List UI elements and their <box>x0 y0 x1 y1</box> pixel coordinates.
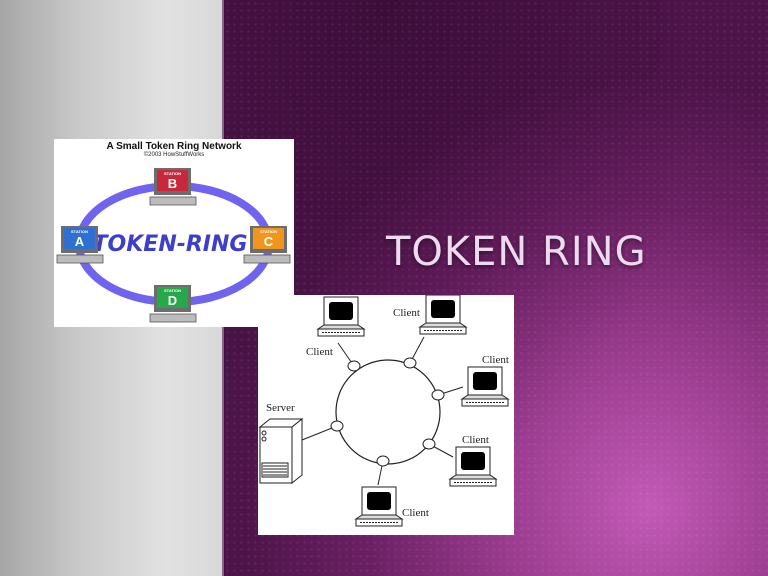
station-c-letter: C <box>264 234 274 249</box>
station-b-letter: B <box>168 176 177 191</box>
ring-tap <box>431 389 445 401</box>
station-b-screen <box>157 170 188 191</box>
station-c-keyboard <box>243 254 291 264</box>
station-d-letter: D <box>168 293 177 308</box>
client-computer <box>460 366 510 407</box>
station-b-keyboard <box>149 196 197 206</box>
client-computer <box>418 295 468 335</box>
client-computer <box>316 296 366 337</box>
ring-tap <box>347 360 361 372</box>
network-ring <box>335 359 441 465</box>
client-label: Client <box>402 507 429 519</box>
client-label: Client <box>393 307 420 319</box>
ring-tap <box>403 357 417 369</box>
server-label: Server <box>266 402 295 414</box>
station-b-tag: STATION <box>164 171 181 176</box>
client-computer <box>448 446 498 487</box>
station-a: STATION A <box>56 226 104 264</box>
station-a-letter: A <box>75 234 85 249</box>
station-d-screen <box>157 287 188 308</box>
station-a-screen <box>64 228 95 249</box>
station-d-keyboard <box>149 313 197 323</box>
station-d: STATION D <box>149 285 197 323</box>
station-c: STATION C <box>243 226 291 264</box>
figure-heading: A Small Token Ring Network <box>106 141 241 152</box>
station-b: STATION B <box>149 168 197 206</box>
ring-tap <box>422 438 436 450</box>
network-diagram: Client Client Client Client <box>258 295 514 535</box>
client-label: Client <box>306 346 333 358</box>
token-ring-figure: A Small Token Ring Network ©2003 HowStuf… <box>54 139 294 327</box>
slide-title: TOKEN RING <box>386 229 647 275</box>
station-a-keyboard <box>56 254 104 264</box>
network-diagram-svg: Client Client Client Client <box>258 295 510 527</box>
ring-tap <box>376 455 390 467</box>
token-ring-figure-svg: A Small Token Ring Network ©2003 HowStuf… <box>56 141 291 323</box>
ring-tap <box>330 420 344 432</box>
client-label: Client <box>462 434 489 446</box>
station-a-tag: STATION <box>71 229 88 234</box>
client-label: Client <box>482 354 509 366</box>
station-c-tag: STATION <box>260 229 277 234</box>
station-d-tag: STATION <box>164 288 181 293</box>
server-tower <box>258 417 304 485</box>
client-computer <box>354 486 404 527</box>
figure-copyright: ©2003 HowStuffWorks <box>144 151 205 158</box>
station-c-screen <box>253 228 284 249</box>
ring-taps <box>330 357 445 467</box>
token-ring-label: TOKEN-RING <box>93 232 248 257</box>
